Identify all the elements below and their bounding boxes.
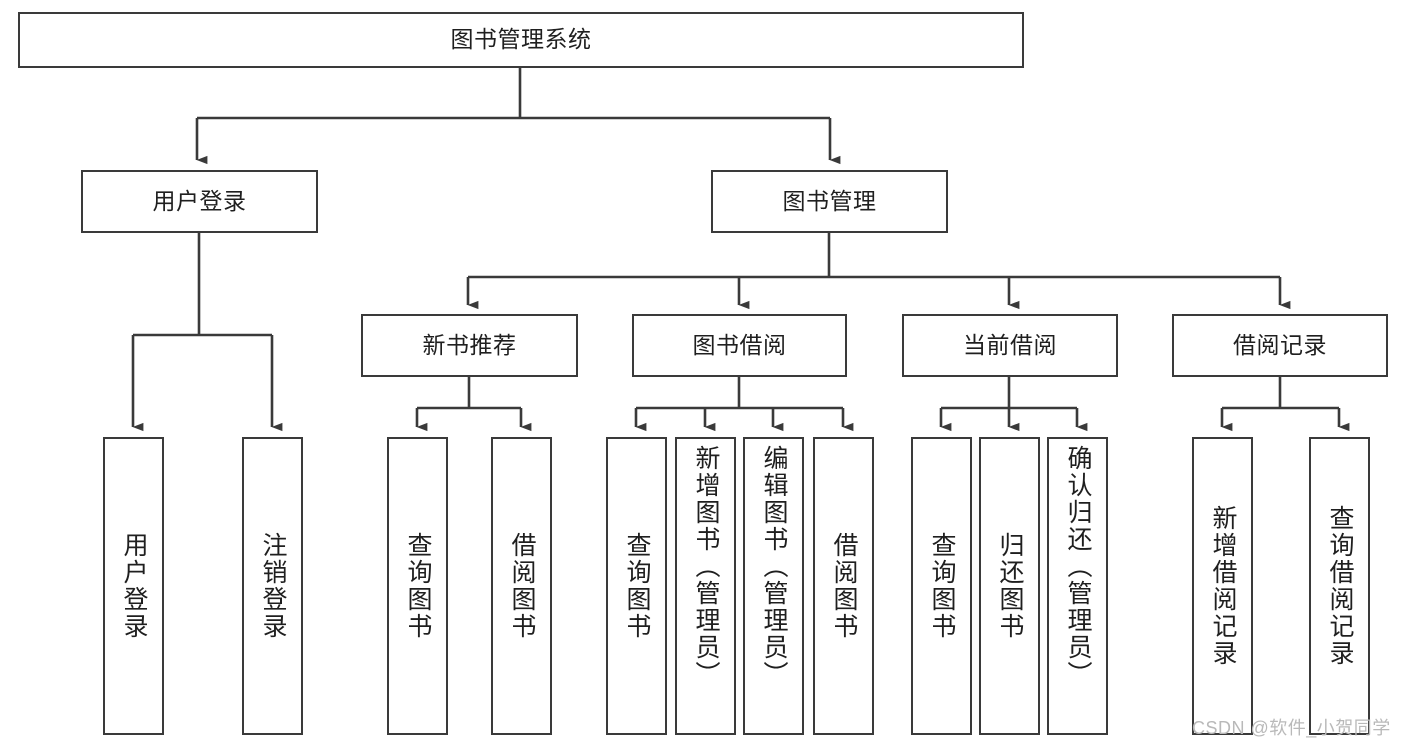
node-label: 查询借阅记录 [1326, 505, 1354, 667]
node-label: 新增图书（管理员） [692, 445, 720, 688]
node-root-book-management-system[interactable]: 图书管理系统 [18, 12, 1024, 68]
csdn-watermark: CSDN @软件_小贺同学 [1192, 718, 1391, 738]
leaf-borrow-book-recommend[interactable]: 借阅图书 [491, 437, 552, 735]
node-label: 查询图书 [928, 532, 956, 640]
node-label: 图书管理 [782, 187, 877, 214]
leaf-logout-login[interactable]: 注销登录 [242, 437, 303, 735]
node-book-management[interactable]: 图书管理 [711, 170, 948, 233]
leaf-confirm-return-admin[interactable]: 确认归还（管理员） [1047, 437, 1108, 735]
leaf-query-book-current[interactable]: 查询图书 [911, 437, 972, 735]
node-label: 新增借阅记录 [1209, 505, 1237, 667]
leaf-return-book[interactable]: 归还图书 [979, 437, 1040, 735]
leaf-query-borrow-record[interactable]: 查询借阅记录 [1309, 437, 1370, 735]
node-label: 归还图书 [996, 532, 1024, 640]
node-label: 新书推荐 [422, 331, 517, 358]
node-label: 注销登录 [259, 532, 287, 640]
node-label: 查询图书 [623, 532, 651, 640]
node-current-borrow[interactable]: 当前借阅 [902, 314, 1118, 377]
leaf-add-book-admin[interactable]: 新增图书（管理员） [675, 437, 736, 735]
node-label: 编辑图书（管理员） [760, 445, 788, 688]
node-label: 借阅记录 [1233, 331, 1327, 358]
leaf-user-login[interactable]: 用户登录 [103, 437, 164, 735]
node-label: 图书管理系统 [450, 26, 592, 53]
node-new-book-recommend[interactable]: 新书推荐 [361, 314, 578, 377]
leaf-add-borrow-record[interactable]: 新增借阅记录 [1192, 437, 1253, 735]
node-label: 用户登录 [120, 532, 148, 640]
node-label: 确认归还（管理员） [1064, 445, 1092, 688]
leaf-query-book-borrow[interactable]: 查询图书 [606, 437, 667, 735]
node-label: 当前借阅 [963, 331, 1057, 358]
node-user-login[interactable]: 用户登录 [81, 170, 318, 233]
leaf-query-book-recommend[interactable]: 查询图书 [387, 437, 448, 735]
node-label: 借阅图书 [508, 532, 536, 640]
node-label: 图书借阅 [692, 331, 787, 358]
node-label: 查询图书 [404, 532, 432, 640]
leaf-edit-book-admin[interactable]: 编辑图书（管理员） [743, 437, 804, 735]
node-book-borrow[interactable]: 图书借阅 [632, 314, 847, 377]
node-label: 借阅图书 [830, 532, 858, 640]
node-label: 用户登录 [152, 187, 247, 214]
node-borrow-record[interactable]: 借阅记录 [1172, 314, 1388, 377]
leaf-borrow-book[interactable]: 借阅图书 [813, 437, 874, 735]
